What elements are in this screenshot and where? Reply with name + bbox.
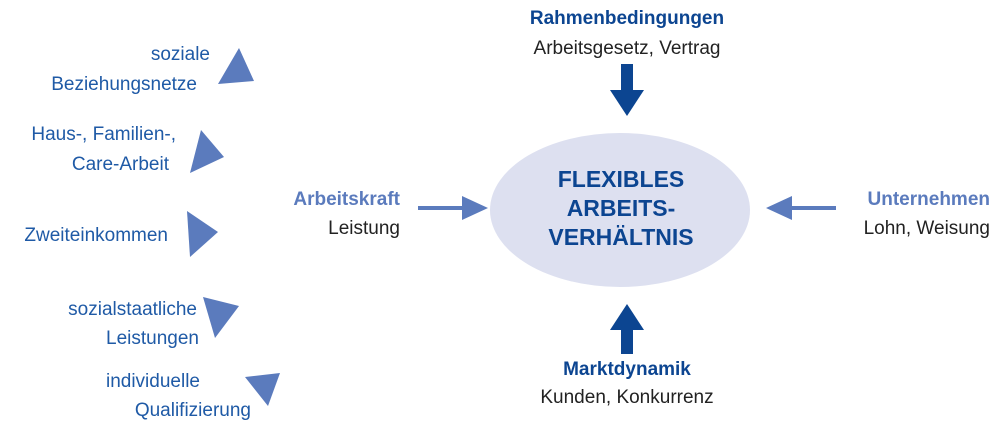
left-subtitle: Leistung [328, 218, 400, 239]
top-title: Rahmenbedingungen [530, 8, 724, 29]
resource-welfare-benefits: sozialstaatliche Leistungen [68, 297, 239, 349]
down-arrow-icon [610, 64, 644, 116]
right-title: Unternehmen [868, 189, 990, 210]
right-arrow-icon [418, 196, 488, 220]
up-arrow-icon [610, 304, 644, 354]
resource-line: Zweiteinkommen [24, 225, 168, 246]
triangle-icon [218, 48, 254, 84]
triangle-icon [190, 130, 224, 173]
top-subtitle: Arbeitsgesetz, Vertrag [534, 38, 721, 59]
center-line-3: VERHÄLTNIS [548, 224, 693, 250]
resource-line: Beziehungsnetze [51, 74, 197, 95]
resource-social-networks: soziale Beziehungsnetze [51, 44, 254, 95]
right-subtitle: Lohn, Weisung [864, 218, 990, 239]
resource-line: Care-Arbeit [72, 154, 170, 175]
center-line-1: FLEXIBLES [558, 166, 685, 192]
bottom-subtitle: Kunden, Konkurrenz [540, 387, 713, 408]
left-title: Arbeitskraft [293, 189, 400, 210]
resource-line: individuelle [106, 371, 200, 392]
triangle-icon [245, 373, 280, 406]
resource-line: Qualifizierung [135, 400, 251, 421]
center-ellipse [490, 133, 750, 287]
resource-line: soziale [151, 44, 210, 65]
resource-line: sozialstaatliche [68, 299, 197, 320]
resource-line: Haus-, Familien-, [31, 124, 176, 145]
resource-qualification: individuelle Qualifizierung [106, 371, 280, 421]
left-arrow-icon [766, 196, 836, 220]
bottom-title: Marktdynamik [563, 359, 691, 380]
triangle-icon [203, 297, 239, 338]
triangle-icon [187, 211, 218, 257]
resource-line: Leistungen [106, 328, 199, 349]
resource-second-income: Zweiteinkommen [24, 211, 218, 257]
resource-care-work: Haus-, Familien-, Care-Arbeit [31, 124, 224, 175]
center-line-2: ARBEITS- [567, 195, 676, 221]
